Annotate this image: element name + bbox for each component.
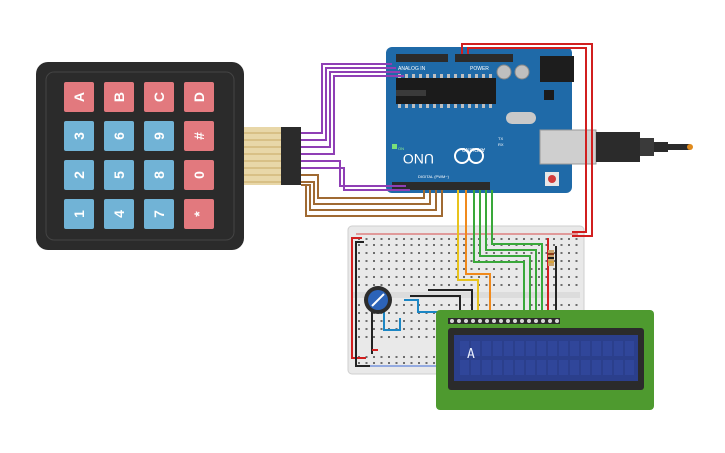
keypad-key-label: # <box>191 132 207 140</box>
keypad-key[interactable]: 4 <box>104 199 134 229</box>
wire <box>410 295 461 314</box>
keypad-key[interactable]: B <box>104 82 134 112</box>
power-label: POWER <box>470 66 489 72</box>
wire <box>355 241 370 367</box>
wire <box>301 174 425 199</box>
keypad-key-label: 6 <box>111 132 127 140</box>
analog-header <box>396 54 448 62</box>
digital-label: DIGITAL (PWM~) <box>418 174 450 179</box>
wire <box>351 237 366 359</box>
wire <box>301 67 396 141</box>
keypad-key-label: 2 <box>71 171 87 179</box>
wire <box>301 71 400 148</box>
keypad-key[interactable]: 0 <box>184 160 214 190</box>
usb-cable <box>596 132 693 162</box>
keypad-key-label: A <box>71 92 87 102</box>
keypad-key[interactable]: 6 <box>104 121 134 151</box>
potentiometer[interactable] <box>364 286 392 314</box>
keypad-key-label: 0 <box>191 171 207 179</box>
keypad-key-label: 7 <box>151 210 167 218</box>
wire <box>428 289 473 314</box>
wire <box>301 184 443 217</box>
wire <box>465 190 491 312</box>
capacitor <box>496 64 512 80</box>
keypad-key[interactable]: A <box>64 82 94 112</box>
keypad-key[interactable]: 2 <box>64 160 94 190</box>
arduino-brand-text: ARDUINO <box>462 146 485 152</box>
keypad-key[interactable]: 5 <box>104 160 134 190</box>
wires <box>301 43 593 367</box>
tx-label: TX <box>498 136 503 141</box>
keypad-key-label: 1 <box>71 210 87 218</box>
wire <box>485 190 537 312</box>
rx-label: RX <box>498 142 504 147</box>
wire <box>491 190 543 312</box>
keypad-key[interactable]: 3 <box>64 121 94 151</box>
crystal <box>506 112 536 124</box>
wire <box>473 190 525 312</box>
keypad-key[interactable]: 9 <box>144 121 174 151</box>
wire <box>461 43 593 237</box>
arduino-logo: ARDUINO <box>454 146 485 164</box>
keypad-key-label: 5 <box>111 171 127 179</box>
keypad[interactable]: A B C D 3 6 9 #2 5 8 0 1 4 7 * <box>36 62 301 250</box>
digital-header <box>392 182 490 190</box>
keypad-key[interactable]: * <box>184 199 214 229</box>
keypad-key[interactable]: C <box>144 82 174 112</box>
wire <box>457 190 479 312</box>
keypad-key-label: 3 <box>71 132 87 140</box>
on-label: ON <box>398 146 404 151</box>
power-header <box>455 54 513 62</box>
keypad-key-label: 4 <box>111 210 127 218</box>
power-jack <box>540 56 574 82</box>
arduino-model-text: UNO <box>403 151 434 167</box>
keypad-key[interactable]: D <box>184 82 214 112</box>
keypad-key-label: D <box>191 92 207 102</box>
keypad-key[interactable]: # <box>184 121 214 151</box>
lcd-display-text: A <box>467 347 475 362</box>
wire <box>479 190 531 312</box>
resistor <box>548 250 554 266</box>
keypad-key-label: * <box>191 211 207 217</box>
keypad-key[interactable]: 8 <box>144 160 174 190</box>
keypad-key[interactable]: 1 <box>64 199 94 229</box>
arduino-uno[interactable]: ANALOG IN POWER ARDUINO UNO ON TX RX DIG… <box>386 47 597 193</box>
keypad-connector <box>244 127 301 185</box>
wire <box>301 181 431 205</box>
keypad-key-label: B <box>111 92 127 102</box>
wire <box>467 47 587 233</box>
wire <box>383 300 401 331</box>
power-led <box>392 144 397 149</box>
wire <box>301 167 410 191</box>
capacitor <box>514 64 530 80</box>
usb-port <box>539 129 597 165</box>
keypad-key[interactable]: 7 <box>144 199 174 229</box>
wire <box>301 160 406 187</box>
analog-label: ANALOG IN <box>398 66 426 72</box>
wire <box>301 75 404 155</box>
keypad-key-label: 8 <box>151 171 167 179</box>
wire <box>301 63 392 134</box>
lcd-16x2: A <box>436 310 654 410</box>
keypad-key-label: C <box>151 92 167 102</box>
keypad-key-label: 9 <box>151 132 167 140</box>
